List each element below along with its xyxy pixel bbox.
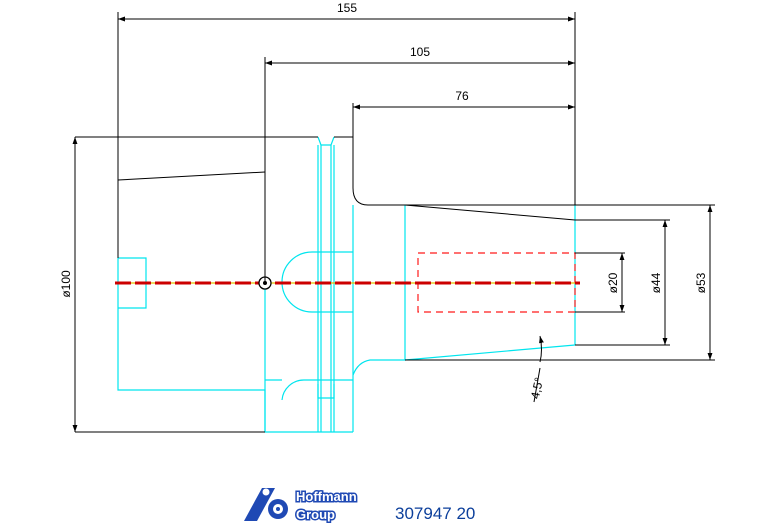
dim-155-label: 155 (337, 1, 357, 15)
bore-arc-lower (281, 379, 353, 401)
vertical-dimensions (72, 137, 713, 432)
dim-105-label: 105 (410, 45, 430, 59)
taper-key-slot (118, 257, 147, 283)
part-edges (75, 136, 715, 433)
dim-angle-label: 4,5° (528, 376, 546, 400)
body-lower-step (352, 205, 406, 376)
dim-d100-label: ø100 (59, 270, 73, 298)
upper-shoulder (352, 137, 715, 206)
dim-d20-label: ø20 (606, 272, 620, 293)
taper-lower-slot (118, 283, 147, 309)
gripper-groove (317, 136, 335, 146)
dim-d44-label: ø44 (649, 272, 663, 293)
angle-dimension (533, 335, 544, 403)
logo-line1: Hoffmann (296, 489, 357, 504)
horizontal-dimensions (117, 12, 576, 283)
part-number: 307947 20 (395, 504, 475, 523)
logo-line2: Group (296, 507, 335, 522)
dim-76-label: 76 (455, 89, 469, 103)
part-outline (117, 136, 576, 433)
hoffmann-group-logo: Hoffmann Group (244, 488, 358, 524)
nose-upper-edge (404, 204, 576, 221)
dim-d53-label: ø53 (694, 272, 708, 293)
drive-slot (317, 384, 335, 399)
hoffmann-group-logo-icon (244, 488, 288, 521)
nose-lower-edge (404, 344, 576, 361)
